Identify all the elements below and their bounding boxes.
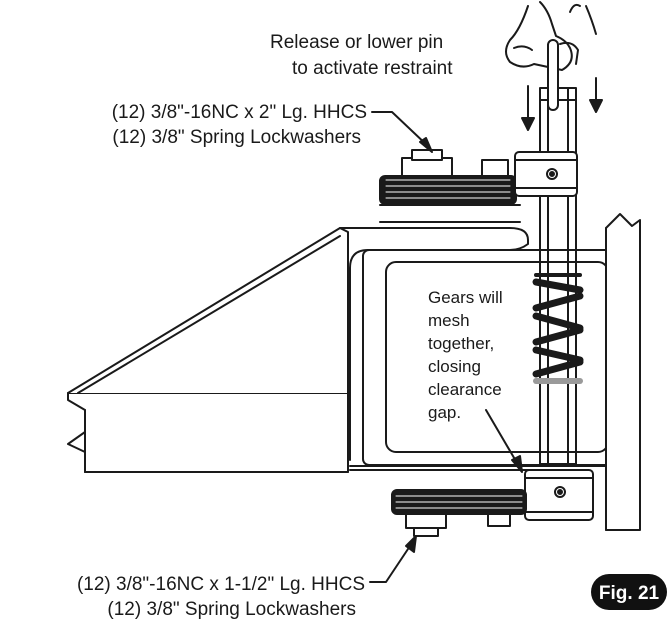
leader-top-bolts xyxy=(371,111,433,153)
release-pin xyxy=(547,39,559,111)
top-bolt-callout-line1: (12) 3/8"-16NC x 2" Lg. HHCS xyxy=(112,102,367,123)
bottom-gear xyxy=(391,489,527,515)
down-arrow-icons xyxy=(521,77,603,131)
spring xyxy=(532,273,584,384)
gear-note-line: Gears will xyxy=(428,288,503,307)
top-bolt-callout-line2: (12) 3/8" Spring Lockwashers xyxy=(112,127,361,148)
gear-note-line: clearance xyxy=(428,380,502,399)
bottom-bolt-heads xyxy=(405,513,511,537)
figure-label: Fig. 21 xyxy=(599,583,660,604)
top-gear xyxy=(379,175,517,205)
gear-mesh-note: Gears will mesh together, closing cleara… xyxy=(428,288,503,422)
gear-note-line: closing xyxy=(428,357,481,376)
right-side-plate xyxy=(605,213,641,531)
pin-callout-line2: to activate restraint xyxy=(292,58,453,79)
gear-note-line: together, xyxy=(428,334,494,353)
lower-collar xyxy=(524,469,594,521)
pin-callout-line1: Release or lower pin xyxy=(270,32,443,53)
leader-gear-gap xyxy=(485,409,523,473)
gusset-plate xyxy=(67,227,349,394)
bottom-bolt-callout-line1: (12) 3/8"-16NC x 1-1/2" Lg. HHCS xyxy=(77,574,365,595)
left-beam xyxy=(67,392,349,473)
figure-badge: Fig. 21 xyxy=(591,574,667,610)
gear-note-line: mesh xyxy=(428,311,470,330)
top-bolt-heads xyxy=(401,149,509,177)
gear-note-line: gap. xyxy=(428,403,461,422)
upper-collar xyxy=(514,151,578,197)
bottom-bolt-callout-line2: (12) 3/8" Spring Lockwashers xyxy=(107,599,356,620)
leader-bottom-bolts xyxy=(369,535,417,583)
